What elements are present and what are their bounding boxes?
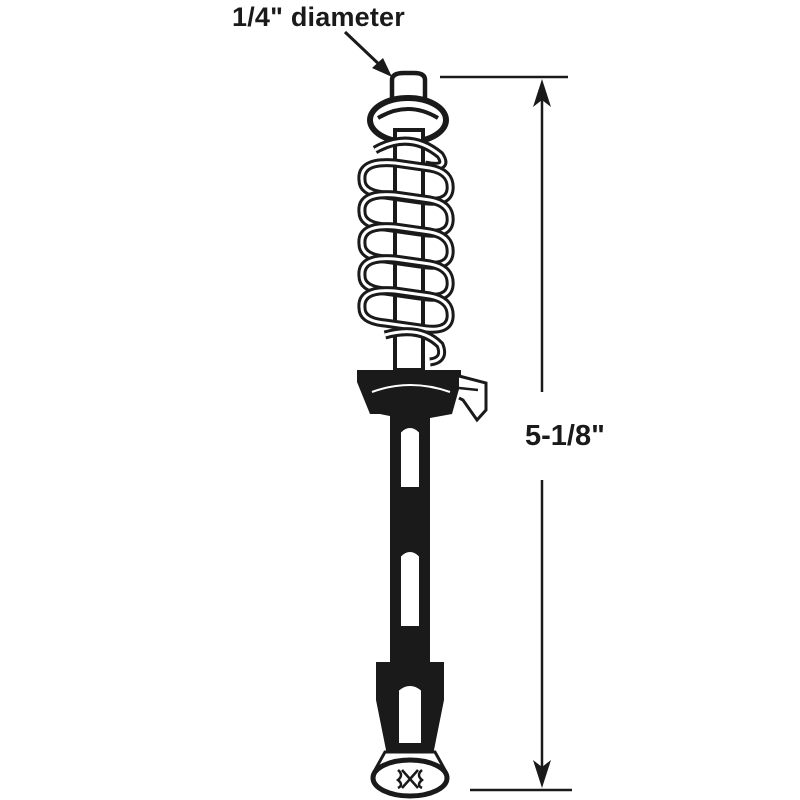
cross-recess-icon (396, 769, 424, 790)
side-clip (458, 374, 488, 423)
length-dimension-line (440, 75, 572, 792)
arrow-down-icon (533, 760, 551, 788)
cross-recess-head (370, 750, 450, 799)
length-callout-label: 5-1/8" (525, 420, 605, 452)
shaft-slots (397, 426, 423, 745)
guide-collar (357, 370, 461, 420)
coil-spring (357, 136, 455, 367)
arrow-up-icon (533, 79, 551, 107)
diameter-callout-label: 1/4" diameter (232, 2, 405, 32)
diameter-leader-arrow (343, 30, 392, 77)
